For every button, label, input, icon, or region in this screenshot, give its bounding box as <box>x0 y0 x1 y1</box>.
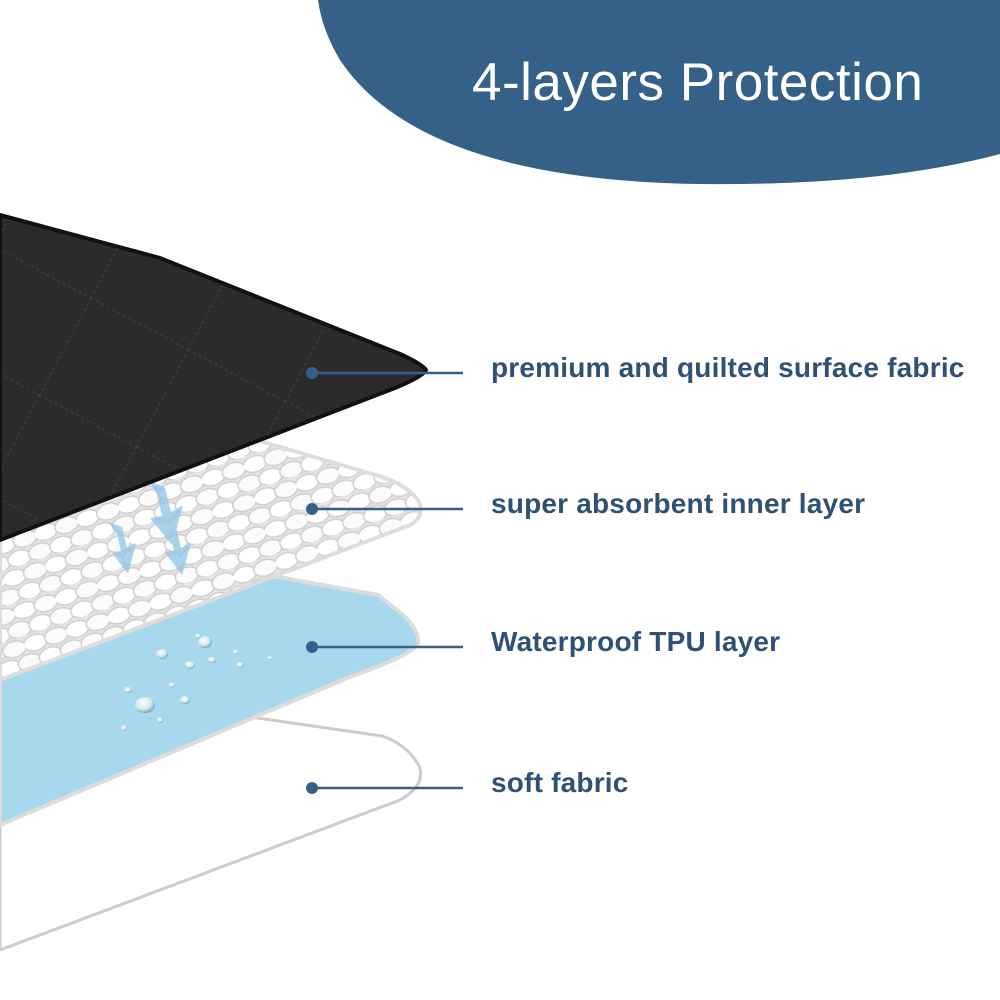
label-soft-fabric: soft fabric <box>491 767 629 798</box>
label-surface-fabric: premium and quilted surface fabric <box>491 352 965 383</box>
title-banner <box>318 0 1000 185</box>
quilted-fabric-layer-icon <box>0 212 429 543</box>
downward-arrow-icon <box>108 480 191 575</box>
layer-marker-dot <box>306 367 318 379</box>
label-absorbent-layer: super absorbent inner layer <box>491 488 866 519</box>
connector-lines <box>306 367 463 794</box>
water-drop-icon <box>135 697 155 713</box>
label-waterproof-layer: Waterproof TPU layer <box>491 626 781 657</box>
page-title: 4-layers Protection <box>472 53 924 112</box>
